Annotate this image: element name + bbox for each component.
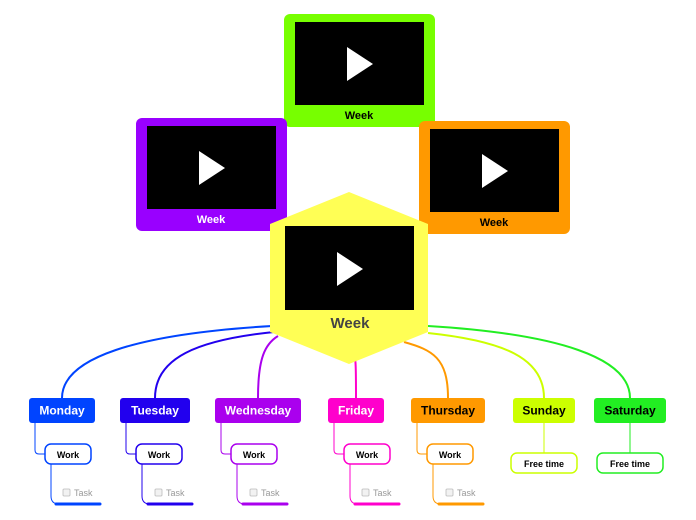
day-topic-wednesday[interactable]: Wednesday <box>215 398 301 423</box>
connector-line <box>34 423 45 455</box>
subtopic-box <box>426 443 474 465</box>
connector-line <box>50 464 60 505</box>
subtopic-label: Free time <box>524 459 564 469</box>
task-item[interactable]: Task <box>437 488 485 506</box>
connector-line <box>333 423 344 455</box>
subtopic-label: Free time <box>610 459 650 469</box>
play-icon[interactable] <box>482 154 508 188</box>
play-icon[interactable] <box>337 252 363 286</box>
connector-line <box>349 464 359 505</box>
subtopic-box <box>44 443 92 465</box>
day-topic-monday[interactable]: Monday <box>29 398 95 423</box>
day-topic-saturday[interactable]: Saturday <box>594 398 666 423</box>
day-topic-box <box>120 398 190 423</box>
day-topic-box <box>215 398 301 423</box>
subtopic-box <box>135 443 183 465</box>
central-topic-week[interactable]: Week <box>270 192 428 364</box>
day-topic-sunday[interactable]: Sunday <box>513 398 575 423</box>
subtopic-label: Work <box>57 450 80 460</box>
central-topic-label: Week <box>331 315 371 332</box>
day-topic-box <box>328 398 384 423</box>
task-label: Task <box>261 488 280 498</box>
task-item[interactable]: Task <box>54 488 102 506</box>
subtopic-free-time[interactable]: Free time <box>596 452 664 474</box>
task-item[interactable]: Task <box>353 488 401 506</box>
subtopic-work[interactable]: Work <box>230 443 278 465</box>
day-topic-label: Monday <box>39 404 85 418</box>
connector-line <box>257 335 279 399</box>
connector-line <box>154 331 275 399</box>
day-topic-box <box>411 398 485 423</box>
connector-line <box>403 341 449 399</box>
subtopic-box <box>343 443 391 465</box>
connector-line <box>427 325 631 399</box>
topic-week-left[interactable]: Week <box>136 118 287 231</box>
checkbox-icon[interactable] <box>62 488 71 497</box>
topic-week-top-label: Week <box>345 110 374 122</box>
connector-line <box>354 357 357 399</box>
topic-week-right[interactable]: Week <box>419 121 570 234</box>
day-topic-box <box>29 398 95 423</box>
connector-line <box>236 464 246 505</box>
subtopic-label: Work <box>439 450 462 460</box>
day-topic-label: Friday <box>338 404 374 418</box>
subtopic-box <box>510 452 578 474</box>
topic-week-right-label: Week <box>480 217 509 229</box>
task-label: Task <box>457 488 476 498</box>
subtopic-work[interactable]: Work <box>343 443 391 465</box>
topic-week-left-label: Week <box>197 214 226 226</box>
connector-line <box>432 464 442 505</box>
connector-lines <box>34 325 631 505</box>
day-topic-box <box>513 398 575 423</box>
day-topic-label: Tuesday <box>131 404 179 418</box>
subtopic-label: Work <box>243 450 266 460</box>
day-topic-label: Wednesday <box>225 404 292 418</box>
connector-line <box>61 325 273 399</box>
task-label: Task <box>74 488 93 498</box>
connector-line <box>427 332 545 399</box>
day-topic-label: Saturday <box>604 404 656 418</box>
task-item[interactable]: Task <box>241 488 289 506</box>
subtopic-box <box>230 443 278 465</box>
subtopic-work[interactable]: Work <box>135 443 183 465</box>
day-topic-label: Thursday <box>421 404 475 418</box>
task-label: Task <box>166 488 185 498</box>
subtopic-work[interactable]: Work <box>44 443 92 465</box>
checkbox-icon[interactable] <box>445 488 454 497</box>
task-item[interactable]: Task <box>146 488 194 506</box>
connector-line <box>141 464 151 505</box>
checkbox-icon[interactable] <box>249 488 258 497</box>
play-icon[interactable] <box>199 151 225 185</box>
day-topic-friday[interactable]: Friday <box>328 398 384 423</box>
subtopic-label: Work <box>356 450 379 460</box>
subtopic-box <box>596 452 664 474</box>
topic-week-top[interactable]: Week <box>284 14 435 127</box>
subtopic-free-time[interactable]: Free time <box>510 452 578 474</box>
task-label: Task <box>373 488 392 498</box>
connector-line <box>220 423 231 455</box>
day-topic-tuesday[interactable]: Tuesday <box>120 398 190 423</box>
day-topic-box <box>594 398 666 423</box>
subtopic-work[interactable]: Work <box>426 443 474 465</box>
connector-line <box>125 423 136 455</box>
connector-line <box>416 423 427 455</box>
checkbox-icon[interactable] <box>361 488 370 497</box>
checkbox-icon[interactable] <box>154 488 163 497</box>
day-topic-label: Sunday <box>522 404 566 418</box>
day-topic-thursday[interactable]: Thursday <box>411 398 485 423</box>
subtopic-label: Work <box>148 450 171 460</box>
play-icon[interactable] <box>347 47 373 81</box>
